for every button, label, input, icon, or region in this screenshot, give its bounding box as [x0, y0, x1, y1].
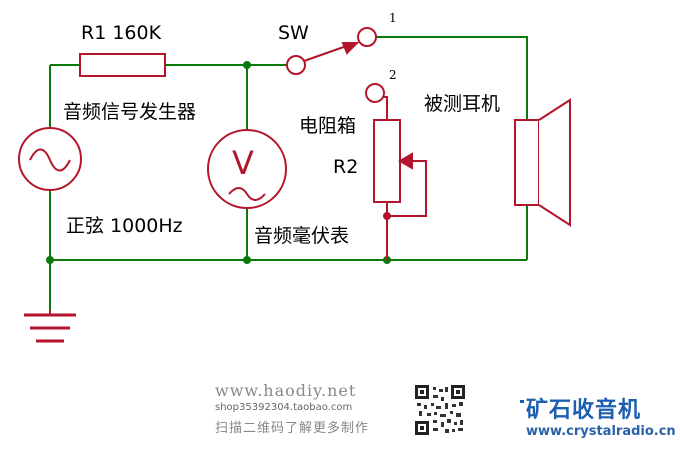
r2-wiper-arrow-icon [398, 152, 413, 170]
earphone-body [514, 119, 540, 206]
voltmeter-symbol-letter: V [232, 144, 254, 182]
earphone-label: 被测耳机 [424, 93, 501, 115]
r2-resistor-box [373, 119, 401, 203]
watermark-site: www.haodiy.net [215, 381, 357, 400]
r1-resistor [79, 53, 166, 77]
brand-url: www.crystalradio.cn [526, 424, 676, 439]
watermark-scan-text: 扫描二维码了解更多制作 [215, 421, 370, 436]
junction-dot [243, 61, 251, 69]
sw-pivot-terminal [286, 55, 306, 75]
voltmeter-symbol [207, 129, 287, 209]
sine-wave-icon [29, 148, 71, 172]
junction-dot [243, 256, 251, 264]
components [18, 27, 571, 343]
resistor-box-label: 电阻箱 [299, 115, 357, 137]
r2-wiper-wire [387, 160, 427, 217]
waveform-label: 正弦 1000Hz [66, 215, 183, 237]
voltmeter-wave-icon [228, 187, 266, 201]
signal-generator-label: 音频信号发生器 [63, 101, 197, 123]
brand-name: 矿石收音机 [526, 398, 642, 423]
wire-contact1 [376, 36, 528, 120]
sw-position-1-label: 1 [389, 11, 397, 25]
wires [49, 36, 528, 310]
voltmeter-label: 音频毫伏表 [254, 225, 350, 247]
sw-position-2-label: 2 [389, 68, 397, 82]
sw-contact-2 [365, 83, 385, 103]
junction-dots [46, 61, 391, 264]
r1-label: R1 160K [81, 22, 162, 44]
sw-arrow-icon [341, 42, 360, 55]
qr-code-icon [415, 385, 465, 435]
sw-contact-1 [357, 27, 377, 47]
wiper-junction-dot [383, 212, 391, 220]
earphone-cone [538, 98, 571, 227]
brand-logo-icon [520, 400, 524, 403]
sw-label: SW [278, 22, 309, 44]
watermark-shop: shop35392304.taobao.com [215, 402, 353, 413]
contact2-lead [383, 96, 388, 120]
junction-dot [46, 256, 54, 264]
r2-label: R2 [333, 156, 359, 178]
